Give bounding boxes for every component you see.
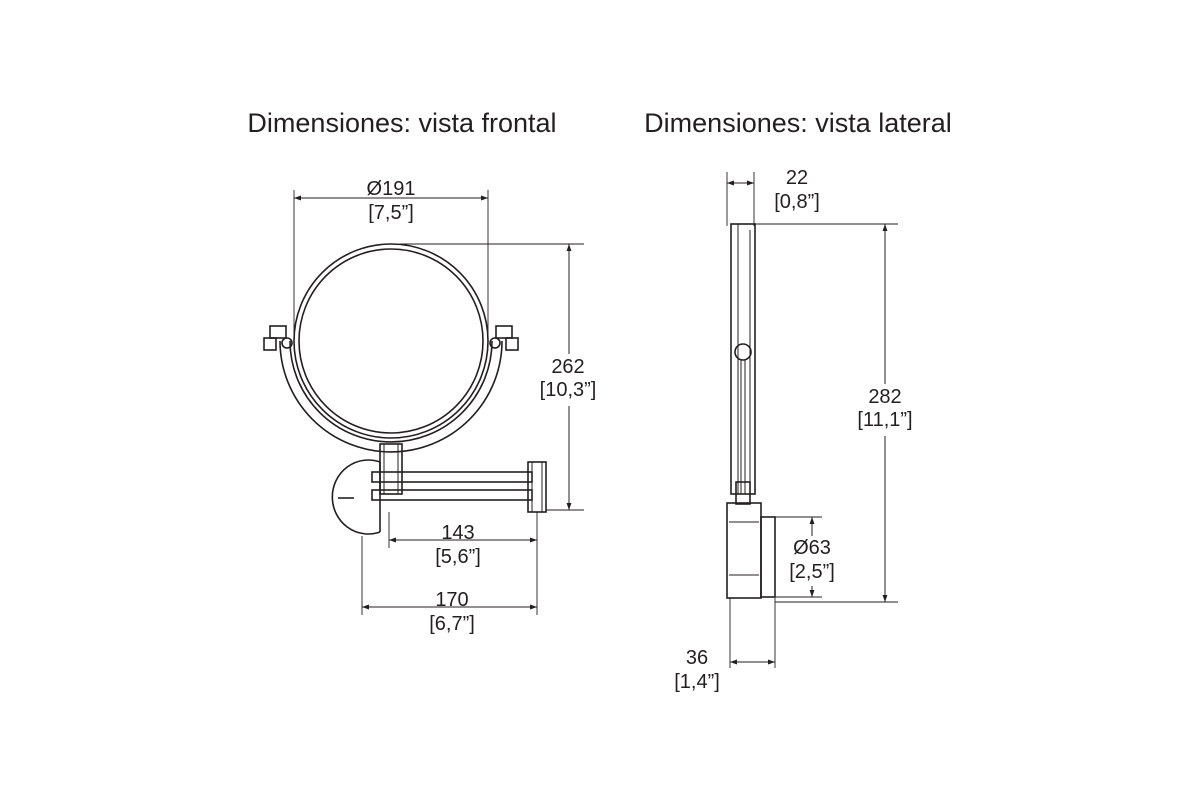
- side-base-value: Ø63: [793, 537, 831, 559]
- holder-inner-arc: [289, 340, 493, 443]
- side-arm-block: [726, 502, 762, 599]
- wall-rosette: [331, 459, 381, 535]
- front-diameter-value: Ø191: [367, 178, 416, 200]
- side-view-drawing: 22 [0,8”] 282 [11,1”] Ø63 [2,5”] 36 [1,4…: [674, 167, 922, 693]
- swing-arm-lower: [371, 489, 533, 501]
- swing-arm-upper: [371, 471, 533, 483]
- side-height-value: 282: [868, 386, 901, 408]
- front-height-inch: [10,3”]: [540, 379, 597, 401]
- side-thickness-value: 22: [786, 167, 808, 189]
- front-height-value: 262: [551, 356, 584, 378]
- arm-joint: [527, 461, 547, 513]
- side-thickness-inch: [0,8”]: [774, 191, 820, 213]
- front-view-title: Dimensiones: vista frontal: [247, 108, 556, 138]
- side-depth-value: 36: [686, 647, 708, 669]
- holder-outer-arc: [279, 340, 503, 453]
- side-pivot: [734, 343, 752, 361]
- left-pivot-knob: [263, 325, 293, 351]
- side-height-inch: [11,1”]: [857, 409, 912, 431]
- side-base-inch: [2,5”]: [789, 561, 835, 583]
- mirror-inner-ring: [298, 248, 484, 434]
- mirror-outer-ring: [293, 243, 489, 439]
- mirror-profile: [730, 223, 756, 495]
- right-pivot-knob: [489, 325, 519, 351]
- front-arm-inch: [5,6”]: [435, 546, 481, 568]
- front-arm-value: 143: [441, 522, 474, 544]
- side-wall-plate: [760, 516, 776, 598]
- side-holder-bottom: [735, 481, 751, 505]
- front-diameter-inch: [7,5”]: [368, 202, 414, 224]
- side-view-title: Dimensiones: vista lateral: [644, 108, 952, 138]
- side-depth-inch: [1,4”]: [674, 671, 720, 693]
- front-total-inch: [6,7”]: [429, 613, 475, 635]
- front-view-drawing: Ø191 [7,5”] 262 [10,3”] 143 [5,6”] 170 […: [263, 178, 606, 635]
- front-total-value: 170: [435, 589, 468, 611]
